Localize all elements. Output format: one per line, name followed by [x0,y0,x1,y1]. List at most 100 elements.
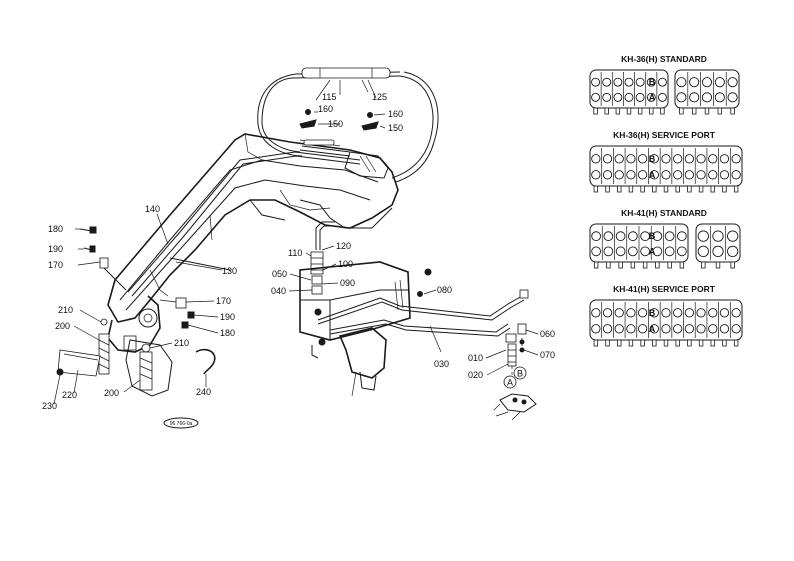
label-180-right: 180 [220,328,235,338]
label-115: 115 [322,92,336,102]
port-circle [676,92,687,103]
label-130: 130 [222,266,237,276]
label-150-right: 150 [388,123,403,133]
port-circle [613,92,623,102]
valve-spool [640,339,645,347]
label-160-right: 160 [388,109,403,119]
valve-spool [593,185,599,193]
left-small-parts [56,226,216,397]
port-circle [712,245,724,258]
port-circle [719,170,730,180]
port-circle [719,324,730,334]
valve-spool [605,185,610,193]
port-circle [614,154,624,164]
valve-spool [605,339,610,347]
port-circle [637,170,648,180]
port-circle [727,245,739,258]
label-090: 090 [340,278,355,288]
panel-title: KH-36(H) SERVICE PORT [613,130,716,140]
label-125: 125 [372,92,387,102]
port-circle [701,77,713,88]
port-circle [640,246,650,257]
label-220: 220 [62,390,77,400]
stamp-text: 96 766-0a [170,421,193,427]
port-circle [637,324,648,334]
catalog-stamp: 96 766-0a [163,417,199,429]
port-circle [696,308,706,318]
port-circle [603,246,614,257]
label-020: 020 [468,370,483,380]
panel-port-a: A [649,92,656,102]
label-160-left: 160 [318,104,333,114]
panel-port-b: B [649,231,656,241]
port-circle [602,324,613,334]
label-100: 100 [338,259,353,269]
valve-spool [722,339,727,347]
valve-spool [701,261,706,269]
port-circle [664,231,675,242]
valve-spool [637,107,643,115]
port-circle [649,308,659,318]
hose-loop [257,67,439,183]
valve-spool [642,261,648,269]
port-circle [635,92,645,102]
port-circle [731,324,741,334]
port-circle [615,246,626,257]
port-circle [697,230,709,242]
port-circle [640,231,650,242]
panel-title: KH-36(H) STANDARD [621,54,707,64]
port-circle [689,92,700,103]
label-200-right: 200 [104,388,119,398]
valve-spool [652,339,657,347]
port-circle [591,308,601,318]
port-circle [677,231,687,242]
valve-spool [675,185,680,193]
panel-port-a: A [649,324,656,334]
valve-spool [660,107,665,115]
port-circle [696,324,706,334]
valve-spool [710,185,715,193]
port-circle [624,92,634,102]
port-circle [673,324,683,334]
port-circle [591,324,601,334]
label-120: 120 [336,241,351,251]
valve-bank [589,145,743,187]
valve-spool [730,107,735,115]
valve-spool [704,107,710,115]
valve-spool [722,185,727,193]
valve-spool [593,261,599,269]
port-circle [714,77,725,88]
valve-spool [717,107,722,115]
port-marker-b: B [517,369,523,379]
valve-spool [663,185,669,193]
port-circle [602,170,613,180]
label-200-left: 200 [55,321,70,331]
port-circle [626,308,636,318]
valve-spool [687,339,692,347]
port-circle [657,92,667,102]
valve-spool [692,107,697,115]
port-circle [591,77,601,87]
valve-spool [733,185,739,193]
port-circle [646,77,656,87]
port-circle [614,324,624,334]
label-170-right: 170 [216,296,231,306]
port-circle [731,170,741,180]
port-circle [649,170,659,180]
label-050: 050 [272,269,287,279]
label-210-left: 210 [58,305,73,315]
label-060-right: 060 [540,329,555,339]
valve-spool [710,339,715,347]
port-circle [701,92,713,103]
label-040: 040 [271,286,286,296]
valve-spool [655,261,660,269]
part-labels: 115 125 160 150 160 150 140 130 180 190 … [42,92,555,411]
label-110: 110 [288,248,302,258]
valve-spool [617,339,622,347]
port-circle [615,231,626,242]
valve-spool [687,185,692,193]
